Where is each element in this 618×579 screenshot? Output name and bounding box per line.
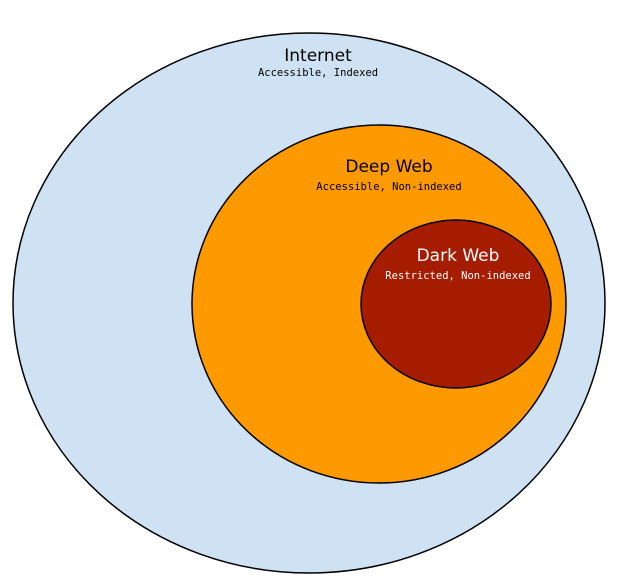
dark-web-region	[360, 219, 552, 389]
dark-web-title: Dark Web	[417, 246, 500, 266]
deep-web-title: Deep Web	[345, 157, 432, 177]
internet-subtitle: Accessible, Indexed	[258, 67, 378, 79]
internet-title: Internet	[284, 46, 352, 66]
dark-web-subtitle: Restricted, Non-indexed	[385, 270, 530, 282]
deep-web-subtitle: Accessible, Non-indexed	[316, 181, 461, 193]
